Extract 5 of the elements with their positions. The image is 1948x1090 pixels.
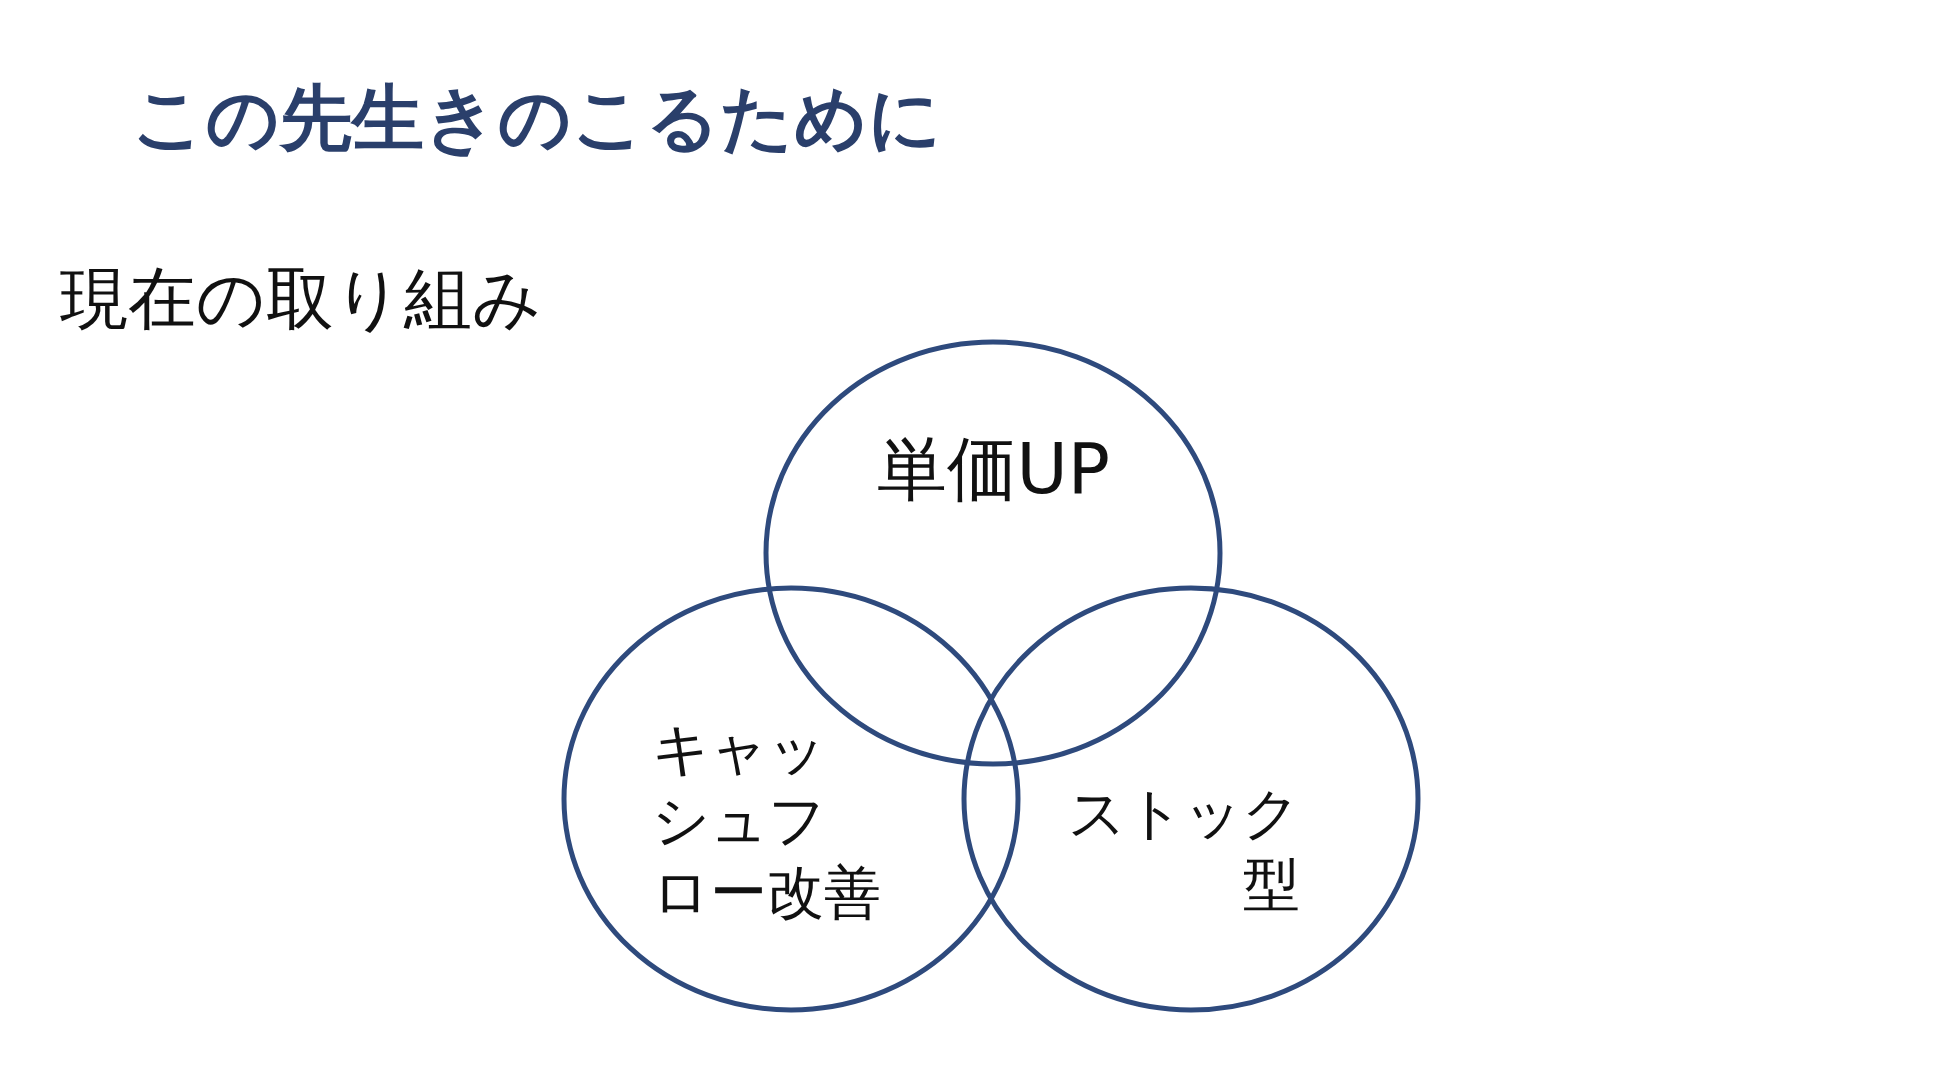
circle-label: ストック型 (1068, 778, 1300, 919)
circle-label: 単価UP (876, 427, 1110, 512)
circle-label: キャッシュフロー改善 (652, 715, 881, 927)
slide-title: この先生きのこるために (132, 75, 942, 162)
section-heading: 現在の取り組み (60, 258, 542, 340)
